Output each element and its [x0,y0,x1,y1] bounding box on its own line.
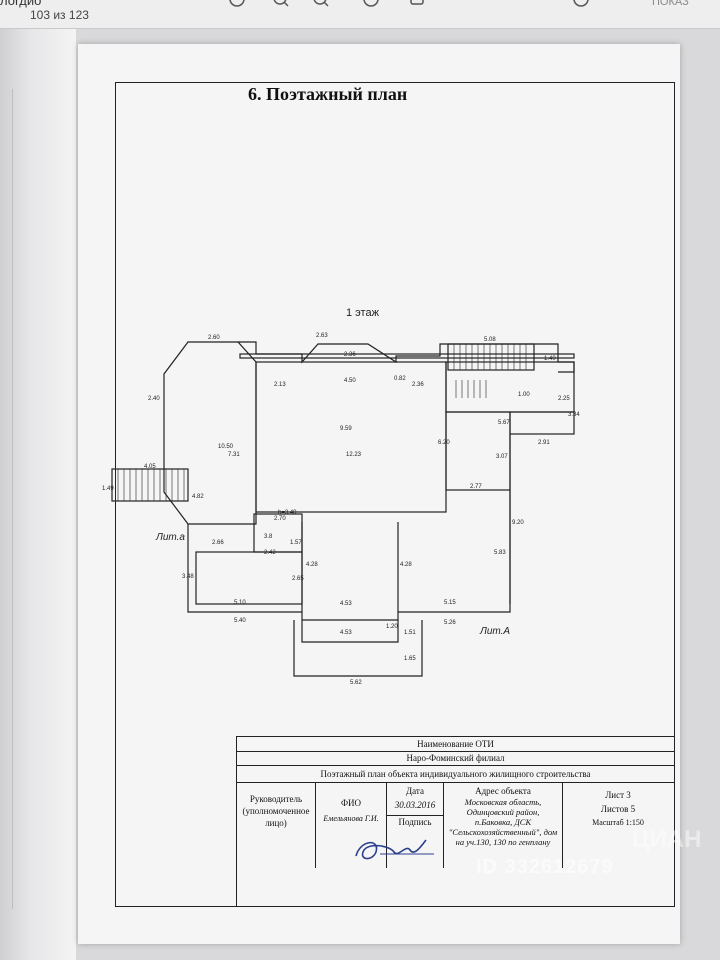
dim-label: 5.10 [234,600,246,606]
dim-label: 1.65 [404,656,416,662]
dim-label: 1.57 [290,540,302,546]
stamp-address-label: Адрес объекта [475,786,531,796]
page-counter: 103 из 123 [30,8,89,22]
dim-label: 2.91 [538,440,550,446]
viewer-sidebar [0,29,76,960]
zoom-out-icon[interactable] [272,0,290,12]
dim-label: 5.83 [494,550,506,556]
dim-label: 1.49 [102,486,114,492]
stamp-sign-label: Подпись [387,815,443,828]
toolbar-label[interactable]: ПОКАЗ [652,0,689,8]
stamp-date-label: Дата [406,786,424,796]
dim-label: 2.42 [264,550,276,556]
dim-label: 5.62 [350,680,362,686]
dim-label: 3.48 [182,574,194,580]
dim-label: 4.05 [144,464,156,470]
floor-plan: 1 этаж Лит.а Лит.А 2.60 2.63 5.08 2.36 4… [102,307,580,686]
stamp-branch: Наро-Фоминский филиал [237,752,674,766]
dim-label: 5.08 [484,337,496,343]
dim-label: 5.26 [444,620,456,626]
dim-label: 3.07 [496,454,508,460]
dim-label: 2.65 [292,576,304,582]
dim-label: 7.31 [228,452,240,458]
dim-label: 2.60 [208,335,220,341]
dim-label: 10.50 [218,444,234,450]
stamp-sheets-total: Листов 5 [600,804,636,814]
dim-label: 2.66 [212,540,224,546]
title-block: Наименование ОТИ Наро-Фоминский филиал П… [236,736,674,906]
stamp-date-value: 30.03.2016 [394,800,436,810]
stamp-head-label: Руководитель (уполномоченное лицо) [237,783,316,868]
dim-label: 4.82 [192,494,204,500]
info-icon[interactable] [362,0,380,12]
dim-label: 4.50 [344,378,356,384]
stamp-fio-cell: ФИО Емельянова Г.И. [316,783,387,868]
dim-label: 9.59 [340,426,352,432]
dim-label: 9.20 [512,520,524,526]
signature [355,839,434,860]
stamp-sheet-cell: Лист 3 Листов 5 Масштаб 1:150 [563,783,673,868]
dim-label: 1.40 [544,356,556,362]
stamp-fio-label: ФИО [340,798,362,808]
stamp-sheet: Лист 3 [605,790,631,800]
dim-label: h=3.40 [278,510,297,516]
page-heading: 6. Поэтажный план [248,84,408,104]
dim-label: 12.23 [346,452,362,458]
back-icon[interactable] [228,0,246,12]
dim-label: 2.13 [274,382,286,388]
edit-icon[interactable] [408,0,426,12]
dim-label: 5.15 [444,600,456,606]
watermark-id: ID 332612679 [476,856,614,878]
stamp-plan-name: Поэтажный план объекта индивидуального ж… [237,766,674,783]
lit-left-label: Лит.а [155,532,185,543]
stamp-scale: Масштаб 1:150 [592,818,644,827]
stamp-address-value: Московская область, Одинцовский район, п… [448,797,558,847]
dim-label: 5.67 [498,420,510,426]
document-title: лоrдио [0,0,42,8]
floor-label: 1 этаж [346,307,380,319]
dim-label: 2.36 [344,352,356,358]
dim-label: 1.51 [404,630,416,636]
dim-label: 3.8 [264,534,273,540]
dim-label: 2.70 [274,516,286,522]
dim-label: 1.00 [518,392,530,398]
dim-label: 2.63 [316,333,328,339]
watermark-logo: ЦИАН [632,826,702,853]
page-frame [115,82,675,907]
dim-label: 4.53 [340,601,352,607]
dim-label: 3.34 [568,412,580,418]
dim-label: 2.77 [470,484,482,490]
zoom-in-icon[interactable] [312,0,330,12]
lit-right-label: Лит.А [479,626,510,637]
document-page: 6. Поэтажный план [78,44,680,944]
dim-label: 4.28 [306,562,318,568]
viewer-toolbar: лоrдио 103 из 123 ПОКАЗ [0,0,720,29]
dim-label: 4.28 [400,562,412,568]
stamp-title: Наименование ОТИ [237,737,674,752]
dim-label: 2.40 [148,396,160,402]
stamp-address-cell: Адрес объекта Московская область, Одинцо… [444,783,563,868]
dim-label: 6.20 [438,440,450,446]
stamp-fio-value: Емельянова Г.И. [323,814,379,823]
dim-label: 1.20 [386,624,398,630]
share-icon[interactable] [572,0,590,12]
dim-label: 2.25 [558,396,570,402]
dim-label: 0.82 [394,376,406,382]
dim-label: 5.40 [234,618,246,624]
stamp-date-cell: Дата 30.03.2016 Подпись [387,783,444,868]
dim-label: 4.53 [340,630,352,636]
dim-label: 2.36 [412,382,424,388]
